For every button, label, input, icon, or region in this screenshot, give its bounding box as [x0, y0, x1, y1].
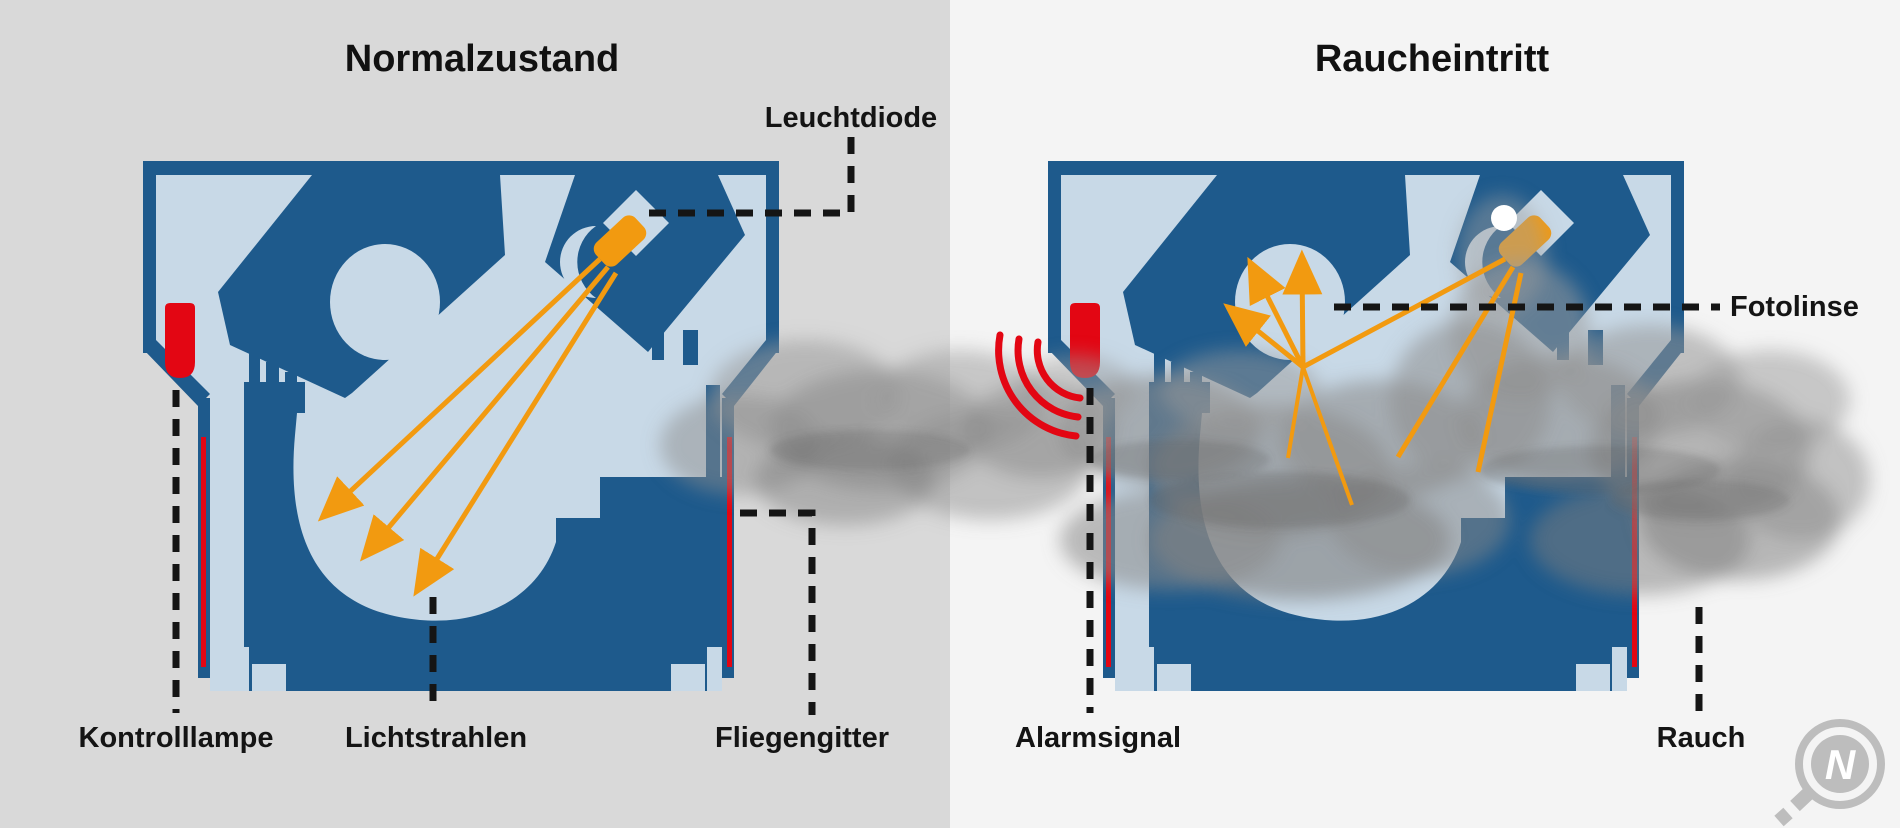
label-kontrolllampe: Kontrolllampe — [78, 722, 274, 754]
light-beam — [317, 257, 602, 522]
leader-lines — [172, 137, 1720, 716]
light-beam — [1286, 366, 1305, 459]
light-beam — [1301, 366, 1354, 506]
light-beam — [1301, 256, 1507, 370]
leader-leuchtdiode — [647, 137, 855, 217]
magnifier-logo-icon: N — [1774, 719, 1885, 827]
smoke-streaks — [770, 430, 1790, 528]
light-beam — [359, 265, 610, 562]
label-fliegengitter: Fliegengitter — [714, 722, 890, 754]
light-beam — [413, 271, 619, 597]
alarm-arc — [995, 331, 1080, 440]
title-normal-state: Normalzustand — [344, 38, 620, 80]
alarm-signal-arcs — [995, 331, 1084, 440]
smoke-clouds — [660, 195, 1870, 600]
label-alarmsignal: Alarmsignal — [1015, 722, 1181, 754]
alarm-arc — [1033, 338, 1084, 402]
scattered-arrow — [1247, 256, 1306, 369]
scattered-arrow — [1223, 303, 1305, 369]
light-beams-normal — [317, 257, 619, 597]
label-fotolinse: Fotolinse — [1730, 291, 1859, 323]
alarm-arc — [1014, 335, 1082, 421]
leader-fliegengitter — [740, 509, 816, 715]
label-leuchtdiode: Leuchtdiode — [764, 102, 938, 134]
reflection-dot — [1491, 205, 1517, 231]
scattered-arrow — [1282, 249, 1323, 368]
logo-letter: N — [1825, 741, 1857, 788]
label-lichtstrahlen: Lichtstrahlen — [344, 722, 528, 754]
light-beam — [1395, 265, 1516, 459]
title-smoke-entry: Raucheintritt — [1314, 38, 1550, 80]
label-rauch: Rauch — [1656, 722, 1746, 754]
